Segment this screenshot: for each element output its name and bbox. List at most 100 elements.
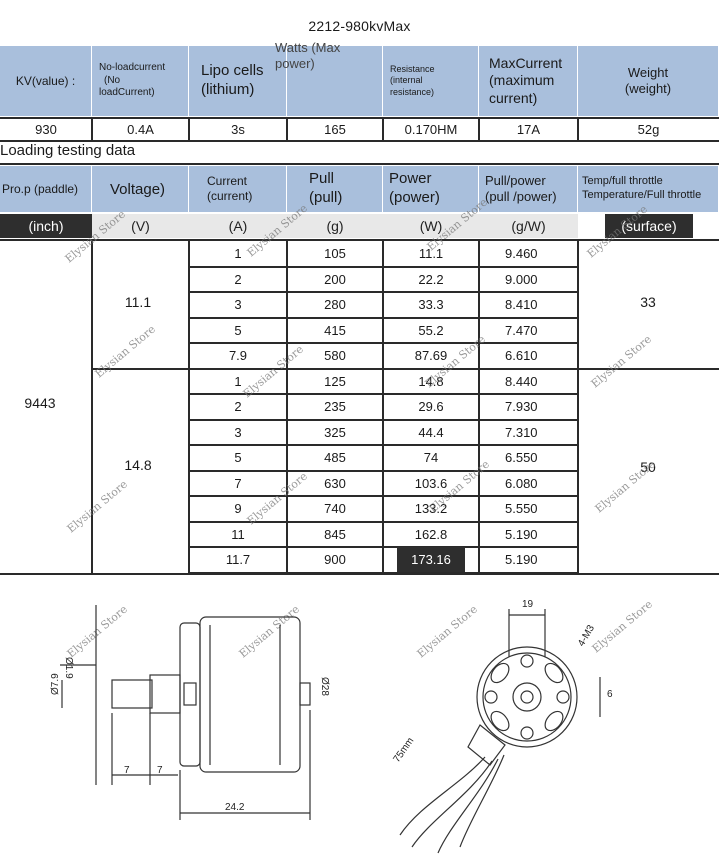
- spec-value-resistance: 0.170HM: [404, 121, 458, 137]
- test-header-power: Power(power): [383, 166, 479, 212]
- dim-len-b: 7: [157, 765, 163, 776]
- table-cell-current: 5: [234, 450, 242, 466]
- divider: [382, 239, 384, 573]
- table-cell-power: 87.69: [414, 348, 448, 364]
- table-cell-power: 55.2: [418, 322, 444, 338]
- divider: [0, 239, 719, 241]
- table-cell-current: 9: [234, 501, 242, 517]
- table-cell-current: 3: [234, 424, 242, 440]
- table-cell-ratio: 7.470: [505, 322, 538, 338]
- table-cell-power: 44.4: [418, 424, 444, 440]
- spec-header-weight: Weight(weight): [578, 46, 719, 116]
- unit-power: (W): [383, 214, 479, 238]
- table-cell-pull: 845: [324, 526, 346, 542]
- table-cell-pull: 325: [324, 424, 346, 440]
- group2-voltage: 14.8: [124, 457, 152, 473]
- divider: [286, 117, 288, 141]
- test-header-pullpower: Pull/power(pull /power): [479, 166, 578, 212]
- table-cell-ratio: 6.550: [505, 450, 538, 466]
- table-cell-pull: 415: [324, 322, 346, 338]
- divider: [478, 117, 480, 141]
- table-cell-ratio: 7.310: [505, 424, 538, 440]
- dim-body-len: 24.2: [225, 802, 245, 813]
- table-cell-power: 103.6: [414, 475, 448, 491]
- motor-front-view: [399, 609, 601, 854]
- watermark-text: Elysian Store: [92, 322, 158, 381]
- table-cell-power: 173.16: [397, 547, 465, 573]
- test-header-voltage: Voltage): [92, 166, 189, 212]
- group1-voltage: 11.1: [124, 294, 152, 310]
- dim-len-a: 7: [124, 765, 130, 776]
- unit-temp: (surface): [605, 214, 693, 238]
- table-cell-pull: 630: [324, 475, 346, 491]
- spec-header-kv: KV(value) :: [0, 46, 92, 116]
- divider: [577, 117, 579, 141]
- watermark-text: Elysian Store: [588, 332, 654, 391]
- divider: [0, 140, 719, 142]
- group2-temp: 50: [640, 459, 656, 475]
- table-cell-power: 22.2: [418, 271, 444, 287]
- divider: [91, 117, 93, 141]
- unit-pull: (g): [287, 214, 383, 238]
- table-cell-ratio: 5.550: [505, 501, 538, 517]
- table-cell-current: 11.7: [225, 552, 251, 568]
- divider: [0, 117, 719, 119]
- spec-value-watts: 165: [324, 121, 346, 137]
- divider: [0, 572, 719, 575]
- spec-value-kv: 930: [35, 121, 57, 137]
- table-cell-power: 29.6: [418, 399, 444, 415]
- spec-value-noload: 0.4A: [127, 121, 154, 137]
- table-cell-ratio: 9.000: [505, 271, 538, 287]
- table-cell-pull: 200: [324, 271, 346, 287]
- table-cell-pull: 740: [324, 501, 346, 517]
- prop-value: 9443: [24, 395, 56, 411]
- divider: [577, 239, 579, 573]
- table-cell-current: 2: [234, 399, 242, 415]
- unit-current: (A): [189, 214, 287, 238]
- table-cell-current: 2: [234, 271, 242, 287]
- divider: [91, 367, 719, 370]
- dim-top-dia: Ø1.9: [63, 657, 74, 679]
- section-label: Loading testing data: [0, 142, 136, 159]
- motor-drawing: Ø1.9 Ø7.9 7 7 24.2 Ø28 19 6 4-M3 75mm: [50, 599, 613, 854]
- table-cell-power: 14.8: [418, 373, 444, 389]
- table-cell-ratio: 6.610: [505, 348, 538, 364]
- dim-wire: 75mm: [391, 736, 416, 765]
- dim-front-width: 19: [522, 599, 534, 610]
- test-header-pull: Pull(pull): [287, 166, 383, 212]
- table-cell-current: 11: [231, 526, 245, 542]
- divider: [478, 239, 480, 573]
- motor-side-view: [60, 605, 311, 820]
- divider: [382, 117, 384, 141]
- divider: [91, 239, 93, 573]
- group1-temp: 33: [640, 294, 656, 310]
- table-cell-pull: 105: [324, 246, 346, 262]
- test-header-prop: Pro.p (paddle): [0, 166, 92, 212]
- table-cell-power: 74: [423, 450, 439, 466]
- table-cell-ratio: 7.930: [505, 399, 538, 415]
- table-cell-power: 133.2: [414, 501, 448, 517]
- table-cell-ratio: 9.460: [505, 246, 538, 262]
- page-title: 2212-980kvMax: [308, 18, 411, 34]
- spec-header-lipo: Lipo cells(lithium): [189, 46, 287, 116]
- dim-shaft-dia: Ø7.9: [50, 673, 61, 695]
- unit-voltage: (V): [92, 214, 189, 238]
- divider: [286, 239, 288, 573]
- table-cell-current: 7.9: [228, 348, 248, 364]
- table-cell-current: 7: [234, 475, 242, 491]
- table-cell-ratio: 5.190: [505, 552, 538, 568]
- table-cell-pull: 900: [324, 552, 346, 568]
- spec-value-lipo: 3s: [231, 121, 245, 137]
- table-cell-pull: 580: [324, 348, 346, 364]
- table-cell-ratio: 6.080: [505, 475, 538, 491]
- table-cell-power: 162.8: [414, 526, 448, 542]
- table-cell-pull: 485: [324, 450, 346, 466]
- spec-value-weight: 52g: [637, 121, 660, 137]
- divider: [0, 163, 719, 165]
- table-cell-ratio: 8.440: [505, 373, 538, 389]
- table-cell-pull: 125: [324, 373, 346, 389]
